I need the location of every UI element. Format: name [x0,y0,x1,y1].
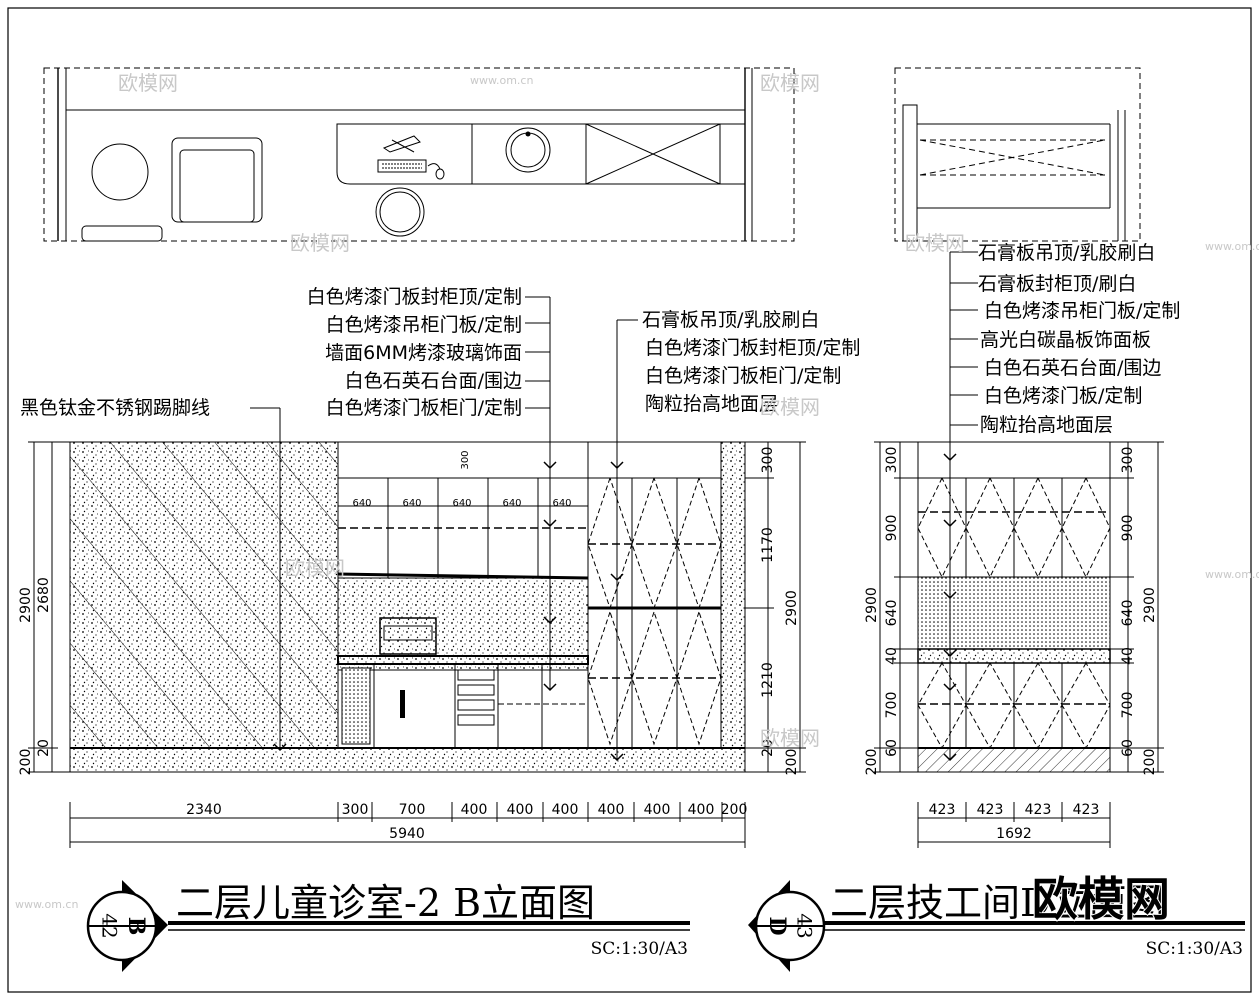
dim-d-left-inner-4: 700 [884,692,900,719]
label-b-cabinet-door: 白色烤漆门板柜门/定制 [326,397,522,419]
watermark-7: 欧模网 [760,726,820,750]
dim-b-bottom-7: 400 [644,802,671,818]
dim-b-left-inner-0: 2680 [36,577,52,613]
dim-b-bottom-1: 300 [342,802,369,818]
top-mark: 300 [460,450,471,469]
watermark-url-2: www.om.cn [1205,240,1259,253]
cabinet-mark-4: 640 [552,498,571,509]
elevation-d [874,251,1164,848]
callout-d-letter: D [764,916,790,935]
title-block-d: D 43 二层技工间D立面图 SC:1:30/A3 [748,880,1245,972]
dim-d-right-inner-5: 60 [1120,739,1136,757]
elevation-b-scale: SC:1:30/A3 [591,939,688,959]
plan-view-b [43,67,795,242]
dim-d-left-inner-2: 640 [884,600,900,627]
cabinet-mark-3: 640 [502,498,521,509]
dim-d-left-outer-1: 200 [864,749,880,776]
dim-b-bottom-0: 2340 [186,802,222,818]
label-b-skirting: 黑色钛金不锈钢踢脚线 [20,397,210,419]
dim-b-left-outer-1: 200 [18,749,34,776]
dim-d-left-inner-3: 40 [884,647,900,665]
dim-b-bottom-8: 400 [688,802,715,818]
dim-d-bottom-2: 423 [1025,802,1052,818]
cabinet-mark-0: 640 [352,498,371,509]
label-d-quartz-counter: 白色石英石台面/围边 [984,357,1161,379]
dim-d-bottom-0: 423 [929,802,956,818]
dim-d-right-inner-1: 900 [1120,515,1136,542]
watermark-4: 欧模网 [905,231,965,255]
elevation-b-title: 二层儿童诊室-2 B立面图 [176,881,595,925]
dim-b-bottom-6: 400 [598,802,625,818]
callout-d-number: 43 [793,913,817,938]
label-d-cabinet-top: 石膏板封柜顶/刷白 [978,272,1136,295]
elevation-d-title: 二层技工间D立面图 [830,881,1164,925]
dim-d-left-inner-1: 900 [884,515,900,542]
dim-b-right-inner-0: 300 [760,447,776,474]
elevation-b [28,296,806,848]
label-b-wall-cabinet-door: 白色烤漆吊柜门板/定制 [326,314,522,336]
sheet-border [7,7,1252,993]
watermark-6: 欧模网 [285,556,345,580]
title-block-b: B 42 二层儿童诊室-2 B立面图 SC:1:30/A3 [86,880,690,972]
label-b-glass-wall: 墙面6MM烤漆玻璃饰面 [325,342,522,364]
label-d-door-panel: 白色烤漆门板/定制 [984,385,1142,407]
callout-b-number: 42 [98,913,122,938]
cabinet-mark-2: 640 [452,498,471,509]
watermark-3: 欧模网 [290,231,350,255]
label-b-cabinet-top: 白色烤漆门板封柜顶/定制 [307,286,522,308]
label-b-door-cabinet-top: 白色烤漆门板封柜顶/定制 [645,337,860,359]
dim-b-left-outer-0: 2900 [18,587,34,623]
watermark-2: 欧模网 [760,71,820,95]
dim-d-right-inner-2: 640 [1120,600,1136,627]
dim-d-left-inner-5: 60 [884,739,900,757]
dim-d-bottom-3: 423 [1073,802,1100,818]
dim-b-right-outer-1: 200 [784,749,800,776]
watermark-5: 欧模网 [760,395,820,419]
callout-b-letter: B [123,917,149,936]
watermark-url-3: www.om.cn [1205,568,1259,581]
dim-d-right-outer-1: 200 [1142,749,1158,776]
watermark-url-4: www.om.cn [15,898,78,911]
label-b-quartz-counter: 白色石英石台面/围边 [345,370,522,392]
dim-b-right-inner-1: 1170 [760,527,776,563]
watermark-url-1: www.om.cn [470,74,533,87]
watermarks: 欧模网 www.om.cn 欧模网 欧模网 欧模网 www.om.cn 欧模网 … [15,71,1259,911]
dim-d-bottom-1: 423 [977,802,1004,818]
plan-view-d [894,67,1141,242]
dim-b-bottom-3: 400 [461,802,488,818]
label-b-raised-floor: 陶粒抬高地面层 [645,393,778,415]
dim-d-right-inner-3: 40 [1120,647,1136,665]
dim-b-total: 5940 [389,826,425,842]
label-d-wall-cabinet-door: 白色烤漆吊柜门板/定制 [984,300,1180,322]
dim-d-right-outer-0: 2900 [1142,587,1158,623]
watermark-1: 欧模网 [118,71,178,95]
dim-d-right-inner-4: 700 [1120,692,1136,719]
dim-d-total: 1692 [996,826,1032,842]
watermark-logo: 欧模网 [1032,872,1170,926]
label-d-raised-floor: 陶粒抬高地面层 [980,414,1113,436]
cabinet-mark-1: 640 [402,498,421,509]
label-b-door-panel: 白色烤漆门板柜门/定制 [645,365,841,387]
dim-b-left-inner-1: 20 [36,739,52,757]
dim-d-left-inner-0: 300 [884,447,900,474]
dim-d-left-outer-0: 2900 [864,587,880,623]
elevation-d-scale: SC:1:30/A3 [1146,939,1243,959]
dim-b-bottom-5: 400 [552,802,579,818]
label-b-gypsum-ceiling: 石膏板吊顶/乳胶刷白 [642,308,819,331]
dim-b-bottom-2: 700 [399,802,426,818]
dim-b-bottom-4: 400 [507,802,534,818]
dim-b-right-inner-3: 20 [760,739,776,757]
dim-d-right-inner-0: 300 [1120,447,1136,474]
dim-b-right-outer-0: 2900 [784,590,800,626]
dim-b-right-inner-2: 1210 [760,662,776,698]
dim-b-bottom-9: 200 [721,802,748,818]
label-d-gypsum-ceiling: 石膏板吊顶/乳胶刷白 [978,241,1155,264]
label-d-carbon-panel: 高光白碳晶板饰面板 [980,329,1151,351]
